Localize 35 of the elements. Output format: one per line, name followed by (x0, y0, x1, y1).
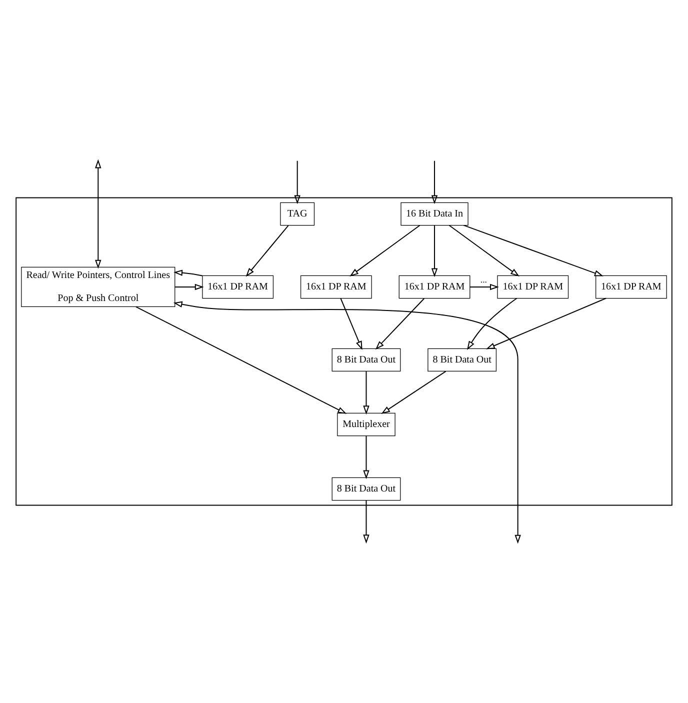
arrow (135, 306, 347, 414)
node-box: 8 Bit Data Out (332, 477, 401, 501)
arrow (174, 270, 203, 276)
node-box: 16x1 DP RAM (497, 275, 569, 299)
node-box: 16x1 DP RAM (398, 275, 470, 299)
arrow (363, 370, 370, 415)
arrow (363, 435, 370, 480)
arrow (448, 224, 520, 277)
arrow (363, 500, 370, 544)
node-box: 16x1 DP RAM (300, 275, 372, 299)
arrow (350, 224, 420, 277)
node-box: Multiplexer (337, 412, 396, 436)
node-box: 8 Bit Data Out (428, 348, 497, 372)
cluster (16, 197, 672, 506)
arrow (486, 298, 607, 350)
arrow (431, 225, 438, 278)
node-box: 16 Bit Data In (400, 202, 468, 226)
arrow (95, 159, 102, 269)
node-box: 8 Bit Data Out (332, 348, 401, 372)
arrow (467, 298, 518, 350)
node-box: TAG (280, 202, 315, 226)
arrow (470, 284, 499, 290)
edge-label: ... (480, 274, 487, 285)
arrow (294, 160, 300, 204)
arrow (173, 301, 521, 544)
arrow (174, 284, 204, 290)
arrow (431, 160, 438, 204)
node-box: 16x1 DP RAM (596, 275, 667, 299)
node-box: Read/ Write Pointers, Control Lines Pop & Push Control (21, 266, 176, 308)
arrow (381, 370, 446, 414)
arrow (340, 298, 362, 350)
arrow (463, 224, 604, 276)
node-box: 16x1 DP RAM (202, 275, 274, 299)
arrow (375, 298, 425, 350)
arrow (246, 225, 289, 277)
